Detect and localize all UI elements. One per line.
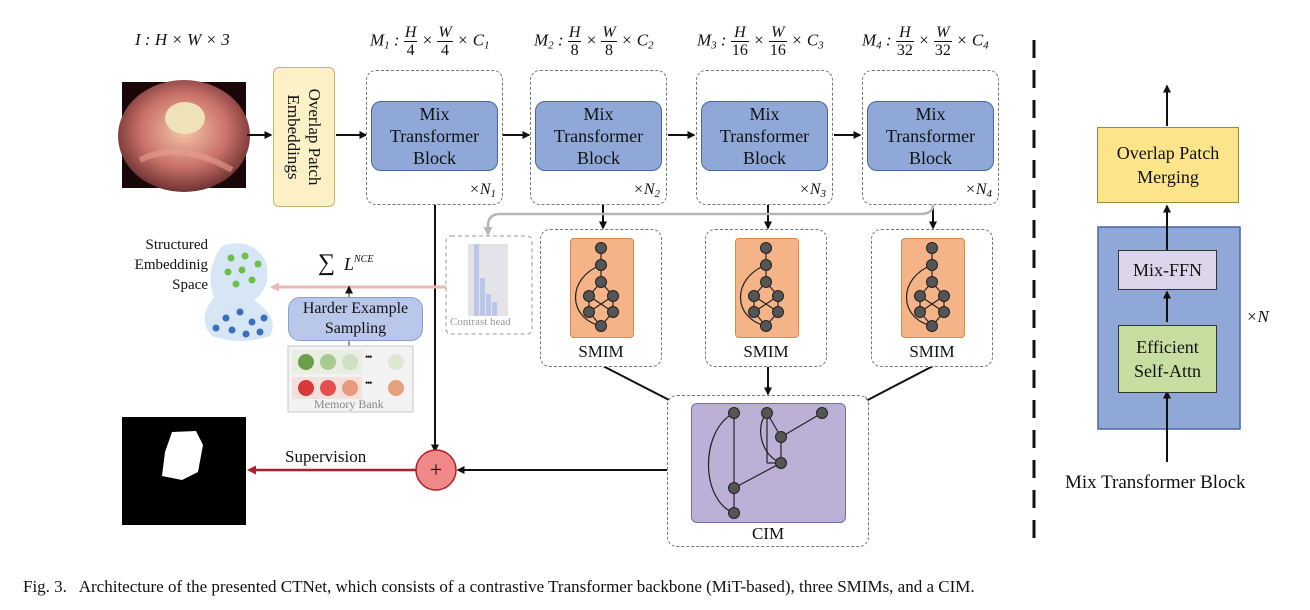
memory-bank bbox=[287, 345, 414, 413]
loss-nce: LNCE bbox=[344, 254, 374, 274]
contrast-head-histogram bbox=[445, 235, 533, 335]
figure-caption: Fig. 3. Architecture of the presented CT… bbox=[23, 577, 975, 596]
cim-purple-panel bbox=[691, 403, 846, 523]
supervision-label: Supervision bbox=[285, 447, 367, 466]
smim-container-2: SMIM bbox=[705, 229, 827, 367]
detail-repeat-label: ×N bbox=[1246, 307, 1269, 326]
plus-symbol: + bbox=[429, 457, 443, 482]
smim-container-1: SMIM bbox=[540, 229, 662, 367]
plus-node bbox=[415, 449, 457, 491]
memory-bank-label: Memory Bank bbox=[314, 397, 384, 411]
arrow-smim3-to-cim bbox=[860, 365, 934, 404]
smim-label-1: SMIM bbox=[578, 342, 624, 361]
mix-ffn-box: Mix-FFN bbox=[1118, 250, 1217, 290]
overlap-patch-embeddings-box: Overlap Patch Embeddings bbox=[273, 67, 335, 207]
arrow-stage4-to-contrast-head bbox=[483, 204, 935, 236]
stage-1-repeat: ×N1 bbox=[469, 181, 496, 200]
smim-orange-panel-3 bbox=[901, 238, 965, 338]
memory-dots-row2: ••• bbox=[365, 378, 373, 388]
stage-4-repeat: ×N4 bbox=[965, 181, 992, 200]
embedding-space-blob bbox=[204, 243, 273, 341]
smim-container-3: SMIM bbox=[871, 229, 993, 367]
contrast-head-label: Contrast head bbox=[450, 316, 511, 328]
smim-orange-panel-1 bbox=[570, 238, 634, 338]
smim-orange-panel-2 bbox=[735, 238, 799, 338]
cim-label: CIM bbox=[751, 524, 785, 543]
stage-2-repeat: ×N2 bbox=[633, 181, 660, 200]
smim-label-3: SMIM bbox=[909, 342, 955, 361]
input-endoscopy-image bbox=[118, 80, 250, 192]
overlap-patch-embeddings-label: Overlap Patch Embeddings bbox=[284, 88, 324, 186]
loss-sum-symbol: ∑ bbox=[318, 250, 336, 276]
arrow-smim1-to-cim bbox=[602, 365, 677, 404]
input-label: I : H × W × 3 bbox=[135, 30, 230, 49]
detail-title: Mix Transformer Block bbox=[1065, 472, 1246, 493]
memory-dots-row1: ••• bbox=[365, 352, 373, 362]
cim-container: CIM bbox=[667, 395, 869, 547]
smim-label-2: SMIM bbox=[743, 342, 789, 361]
output-mask-image bbox=[122, 417, 246, 525]
stage-3-repeat: ×N3 bbox=[799, 181, 826, 200]
